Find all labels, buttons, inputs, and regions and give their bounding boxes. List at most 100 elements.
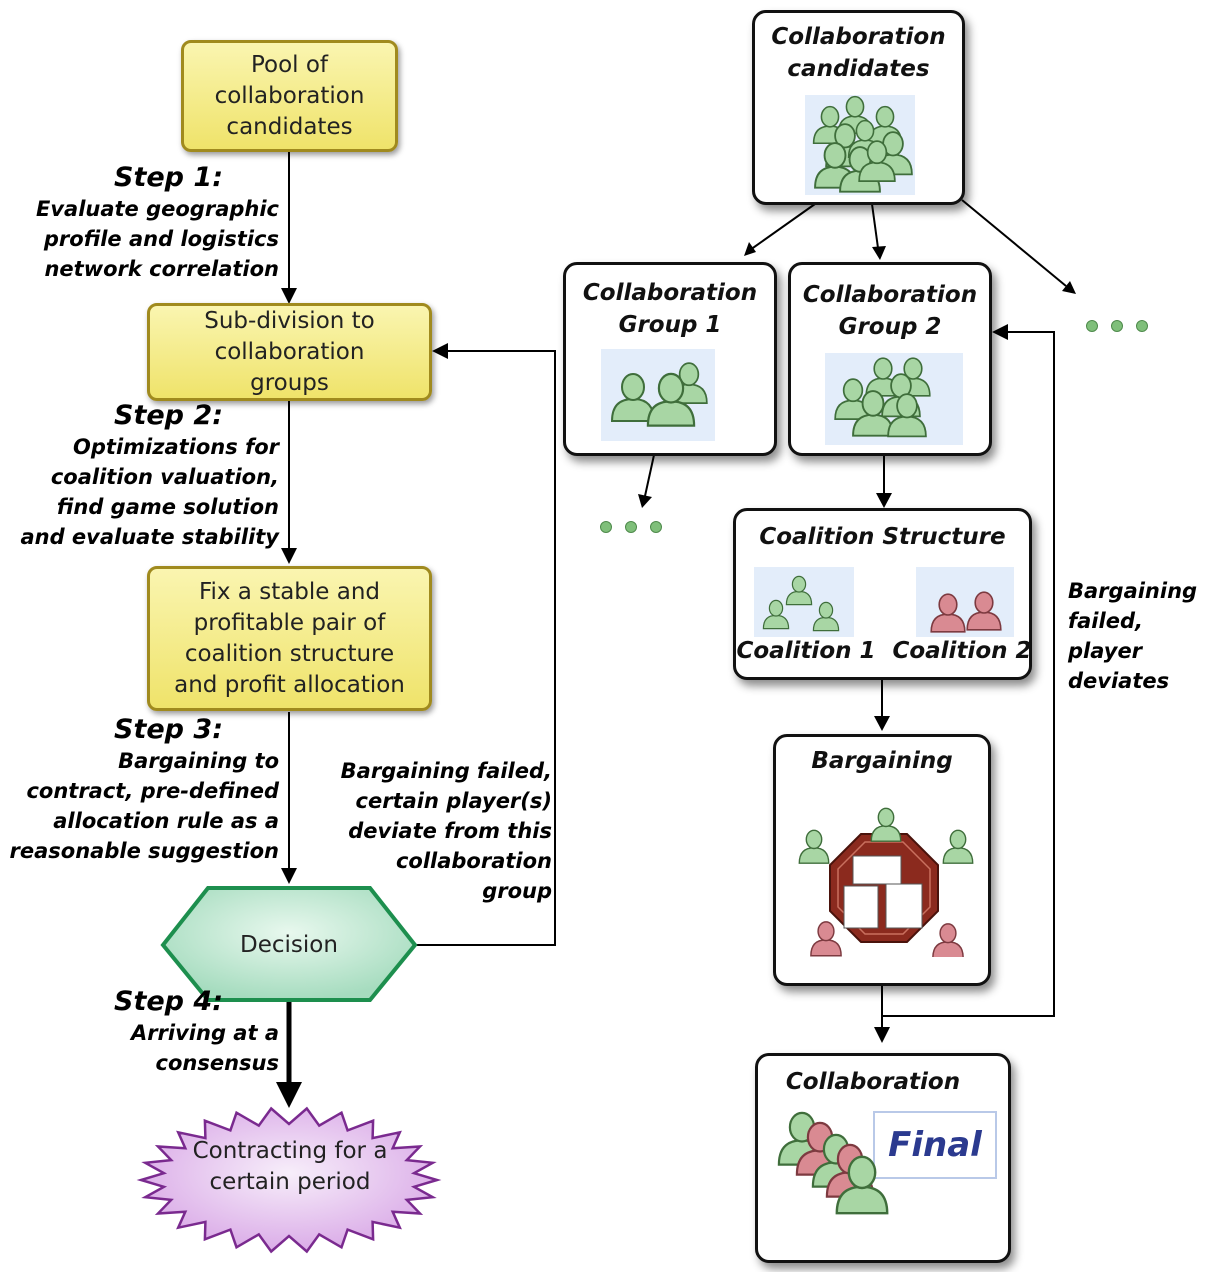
people-icons — [777, 1111, 889, 1215]
step-2-line-4: and evaluate stability — [20, 525, 279, 549]
person-green-icon — [887, 393, 927, 438]
step-2-title: Step 2: — [114, 400, 223, 431]
person-green-icon — [867, 105, 903, 145]
person-green-icon — [942, 829, 974, 864]
candidates-title-line-1: Collaboration — [771, 24, 946, 50]
subdivision-line-2: collaboration — [214, 338, 365, 365]
coalition-1-label: Coalition 1 — [736, 638, 876, 664]
arrowhead — [432, 343, 448, 359]
step-2-line-2: coalition valuation, — [50, 465, 279, 489]
bargaining-table-icon — [829, 833, 939, 943]
group-2-people — [825, 353, 963, 445]
group-1-people — [601, 349, 715, 441]
feedback-left-line-3: deviate from this — [348, 819, 552, 843]
feedback-right-line-3: player — [1068, 639, 1143, 663]
feedback-left-line-2: certain player(s) — [355, 789, 552, 813]
pool-line-2: collaboration — [214, 82, 365, 109]
feedback-right-line-2: failed, — [1068, 609, 1143, 633]
people-icons — [834, 357, 931, 438]
collaboration-people — [772, 1106, 902, 1266]
feedback-loop-right — [882, 331, 1055, 1017]
fix-line-1: Fix a stable and — [198, 578, 381, 605]
arrow-candidates-to-group1 — [749, 203, 816, 251]
person-green-icon — [785, 575, 813, 606]
person-green-icon — [762, 599, 790, 630]
step-3-line-1: Bargaining to — [118, 749, 279, 773]
person-red-icon — [810, 921, 842, 957]
coalition-1-people — [754, 567, 854, 637]
subdivision-box: Sub-division to collaboration groups — [147, 303, 432, 401]
group-1-title-line-1: Collaboration — [582, 280, 758, 306]
contracting-label: Contracting for a certain period — [150, 1136, 430, 1198]
people-icons — [610, 362, 708, 427]
feedback-left-line-4: collaboration — [395, 849, 552, 873]
people-icons — [762, 575, 840, 632]
feedback-left-line-1: Bargaining failed, — [340, 759, 552, 783]
arrow-group1-to-more — [644, 454, 655, 497]
candidates-people — [805, 95, 915, 195]
contracting-starburst — [136, 1106, 442, 1254]
step-2-line-1: Optimizations for — [73, 435, 279, 459]
person-green-icon — [798, 829, 830, 864]
step-1-line-1: Evaluate geographic — [35, 197, 279, 221]
decision-shape — [160, 886, 418, 1002]
fix-line-3: coalition structure — [184, 640, 395, 667]
feedback-left-note: Bargaining failed, certain player(s) dev… — [300, 756, 552, 906]
collaboration-title: Collaboration — [785, 1069, 961, 1095]
step-4-title: Step 4: — [114, 986, 223, 1017]
people-icons — [930, 591, 1002, 633]
right-flow-connectors — [638, 199, 1076, 1043]
step-1-line-2: profile and logistics — [43, 227, 279, 251]
arrowhead — [281, 868, 297, 884]
people-icons — [798, 807, 974, 957]
candidates-title: Collaboration candidates — [755, 21, 962, 85]
step-3-line-3: allocation rule as a — [53, 809, 279, 833]
left-flow-connectors — [276, 150, 556, 1108]
step-3-title: Step 3: — [114, 714, 223, 745]
more-subgroups-dots — [600, 521, 662, 533]
step-1-line-3: network correlation — [44, 257, 279, 281]
step-1-label: Step 1: Evaluate geographic profile and … — [0, 162, 279, 284]
group-2-panel: Collaboration Group 2 — [788, 262, 992, 456]
arrowhead — [992, 324, 1008, 340]
group-1-panel: Collaboration Group 1 — [563, 262, 777, 456]
final-label: Final — [888, 1125, 982, 1165]
decision-label: Decision — [240, 932, 338, 958]
person-green-icon — [646, 372, 696, 427]
collaboration-panel: Collaboration Final — [755, 1053, 1011, 1263]
pool-line-1: Pool of — [250, 51, 329, 78]
fix-line-4: and profit allocation — [174, 671, 405, 698]
coalition-2-label: Coalition 2 — [892, 638, 1032, 664]
step-3-label: Step 3: Bargaining to contract, pre-defi… — [0, 714, 279, 866]
step-2-label: Step 2: Optimizations for coalition valu… — [0, 400, 279, 552]
bargaining-title: Bargaining — [811, 748, 953, 774]
person-green-icon — [610, 373, 656, 422]
subdivision-line-3: groups — [250, 369, 329, 396]
coalition-structure-title: Coalition Structure — [759, 524, 1006, 550]
feedback-right-note: Bargaining failed, player deviates — [1068, 576, 1212, 696]
coalition-structure-panel: Coalition Structure Coalition 1 Coalitio… — [733, 508, 1032, 680]
feedback-right-line-1: Bargaining — [1068, 579, 1198, 603]
pool-line-3: candidates — [226, 113, 353, 140]
group-1-title-line-2: Group 1 — [618, 312, 722, 338]
step-3-line-2: contract, pre-defined — [26, 779, 279, 803]
person-green-icon — [870, 807, 902, 842]
person-red-icon — [966, 591, 1002, 631]
feedback-loop-left — [416, 350, 556, 946]
contracting-line-2: certain period — [209, 1169, 371, 1195]
person-green-icon — [858, 140, 896, 182]
arrowhead — [276, 1082, 302, 1108]
arrowhead — [281, 288, 297, 304]
person-red-icon — [932, 923, 964, 957]
subdivision-line-1: Sub-division to — [204, 307, 375, 334]
contracting-line-1: Contracting for a — [192, 1138, 388, 1164]
arrow-candidates-to-more — [961, 199, 1067, 287]
step-4-line-2: consensus — [155, 1051, 279, 1075]
feedback-right-line-4: deviates — [1068, 669, 1170, 693]
group-2-title: Collaboration Group 2 — [791, 279, 989, 343]
step-4-line-1: Arriving at a — [130, 1021, 279, 1045]
feedback-left-line-5: group — [482, 879, 552, 903]
step-1-title: Step 1: — [114, 162, 223, 193]
bargaining-panel: Bargaining — [773, 734, 991, 986]
